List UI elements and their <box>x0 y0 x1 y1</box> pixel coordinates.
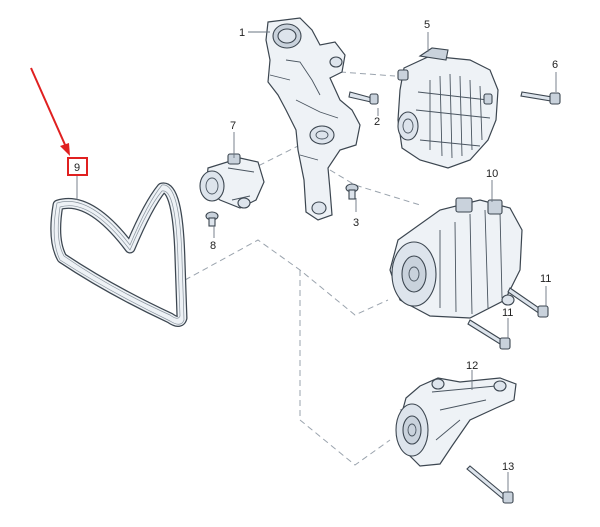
alternator[interactable] <box>397 47 499 169</box>
callout-2[interactable]: 2 <box>374 116 380 128</box>
callout-1[interactable]: 1 <box>239 27 245 39</box>
callout-13[interactable]: 13 <box>502 461 514 473</box>
callout-12[interactable]: 12 <box>466 360 478 372</box>
callout-labels: 1 2 3 5 6 7 8 9 10 11 11 12 13 <box>74 19 558 473</box>
tensioner[interactable] <box>199 153 265 209</box>
bracket[interactable] <box>265 17 361 221</box>
highlight-arrow <box>30 67 70 156</box>
highlight-box <box>67 157 88 176</box>
bolt-8[interactable] <box>205 211 219 227</box>
coolant-pump[interactable] <box>395 377 517 467</box>
bolt-11-upper[interactable] <box>507 287 549 318</box>
leader-lines <box>76 31 557 492</box>
bolt-6[interactable] <box>520 91 561 105</box>
callout-7[interactable]: 7 <box>230 120 236 132</box>
bolt-13[interactable] <box>466 465 514 504</box>
bolt-2[interactable] <box>348 91 379 105</box>
callout-10[interactable]: 10 <box>486 168 498 180</box>
bolt-3[interactable] <box>345 183 359 200</box>
callout-11-upper[interactable]: 11 <box>540 273 551 285</box>
callout-6[interactable]: 6 <box>552 59 558 71</box>
bolt-11-lower[interactable] <box>467 319 511 350</box>
ac-compressor[interactable] <box>389 197 523 319</box>
callout-5[interactable]: 5 <box>424 19 430 31</box>
callout-8[interactable]: 8 <box>210 240 216 252</box>
callout-3[interactable]: 3 <box>353 217 359 229</box>
callout-11-lower[interactable]: 11 <box>502 307 513 319</box>
poly-v-belt[interactable] <box>50 182 188 327</box>
callout-9[interactable]: 9 <box>74 162 80 174</box>
